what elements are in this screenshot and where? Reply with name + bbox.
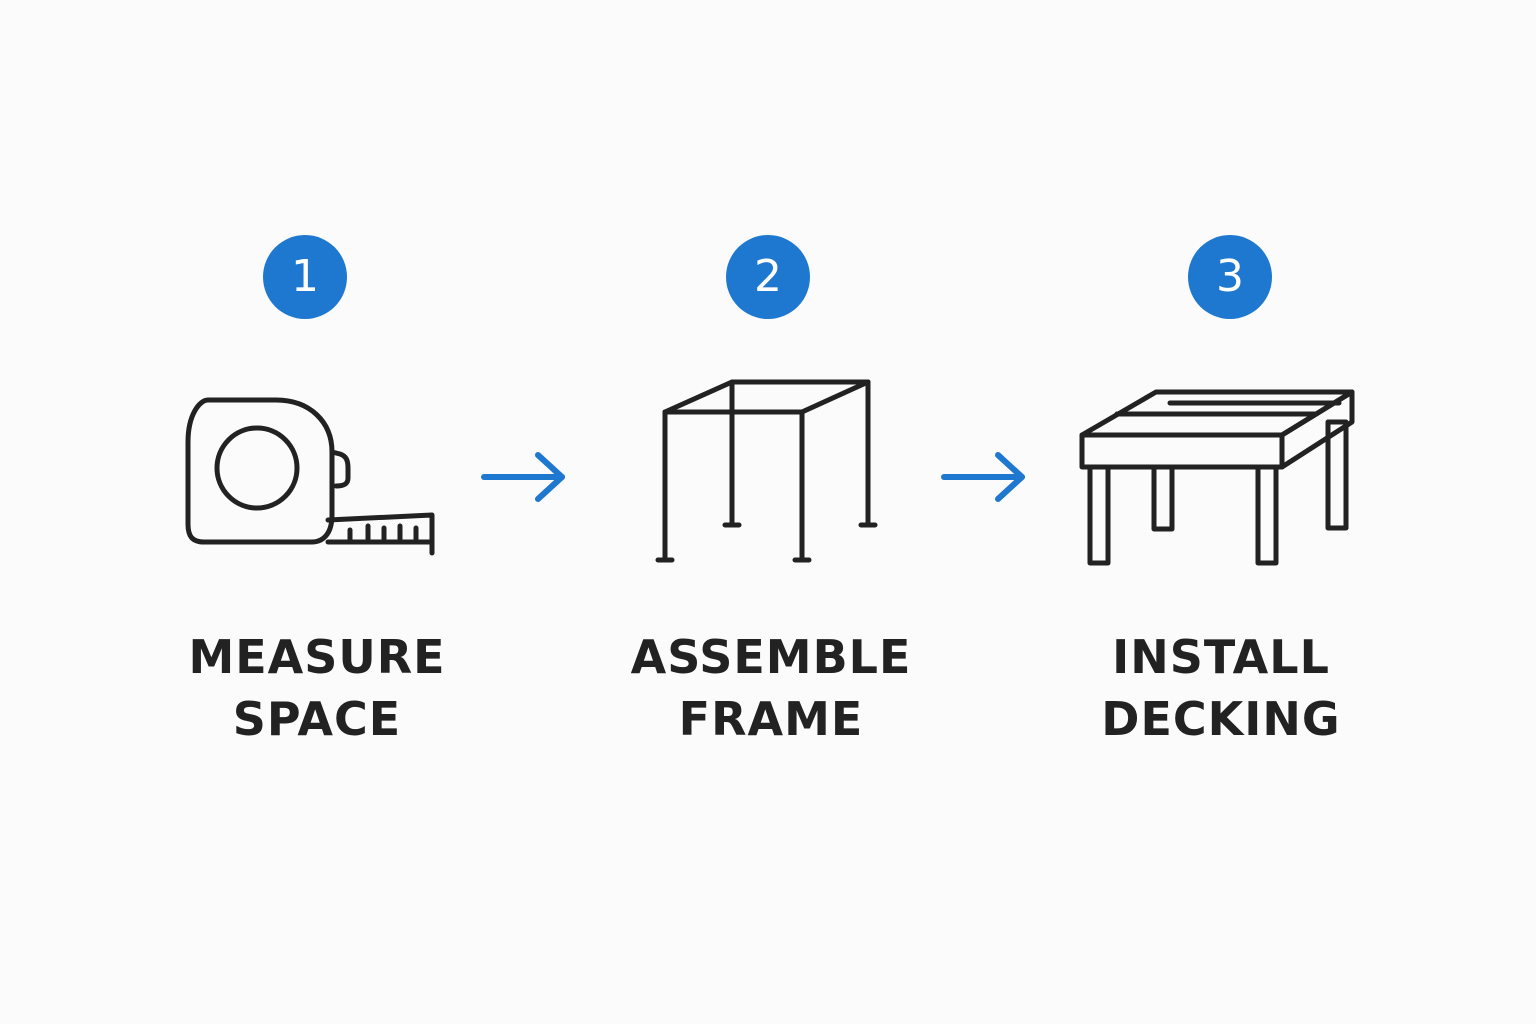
step-2-number: 2 [754, 251, 782, 302]
deck-table-icon [1079, 389, 1355, 566]
arrow-right-icon [481, 452, 565, 502]
step-3-number-badge: 3 [1188, 235, 1272, 319]
step-1-number-badge: 1 [263, 235, 347, 319]
step-2-label-line-1: ASSEMBLE [630, 630, 912, 684]
step-2-label: ASSEMBLE FRAME [591, 634, 951, 758]
step-1-label-line-1: MEASURE [188, 630, 446, 684]
step-3-label-line-1: INSTALL [1112, 630, 1330, 684]
step-1-number: 1 [291, 251, 319, 302]
step-2-label-line-2: FRAME [678, 692, 864, 746]
step-3-number: 3 [1216, 251, 1244, 302]
step-2-number-badge: 2 [726, 235, 810, 319]
tape-measure-icon [185, 397, 435, 556]
step-1-label: MEASURE SPACE [137, 634, 497, 758]
step-1-label-line-2: SPACE [232, 692, 402, 746]
step-3-label-line-2: DECKING [1101, 692, 1341, 746]
arrow-right-icon [941, 452, 1025, 502]
frame-icon [655, 379, 878, 563]
step-3-label: INSTALL DECKING [1041, 634, 1401, 758]
